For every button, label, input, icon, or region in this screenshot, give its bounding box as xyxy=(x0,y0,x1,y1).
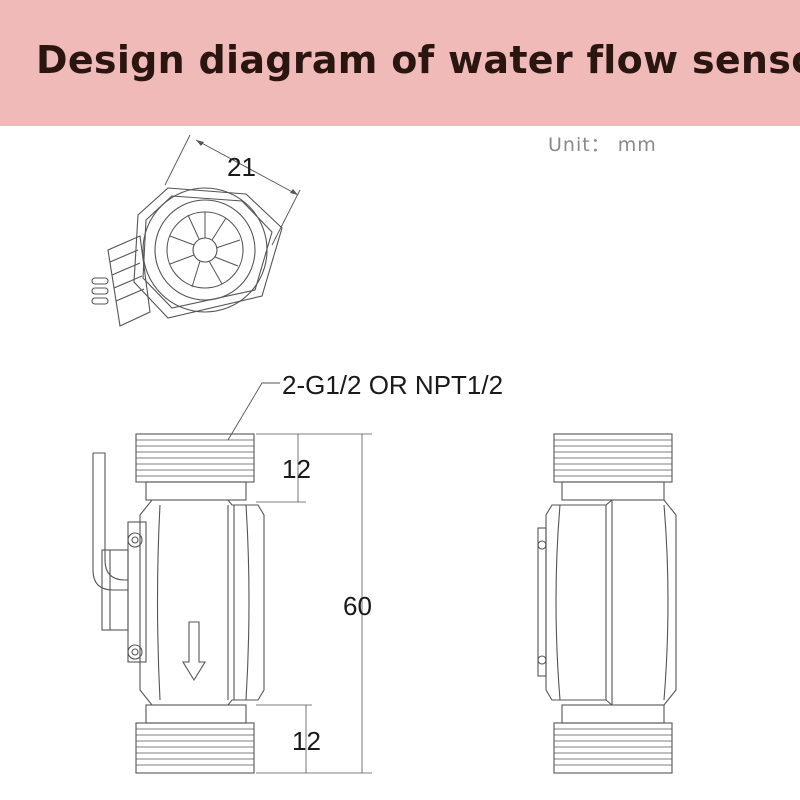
header-banner xyxy=(0,0,800,126)
rear-view xyxy=(537,433,677,774)
width-dimension-label: 21 xyxy=(227,152,256,182)
page-title: Design diagram of water flow sensor xyxy=(36,38,800,82)
unit-label: Unit： mm xyxy=(548,134,657,156)
bottom-thread-dimension-label: 12 xyxy=(292,726,321,756)
total-length-dimension-label: 60 xyxy=(343,591,372,621)
top-thread-dimension-label: 12 xyxy=(282,454,311,484)
thread-callout-label: 2-G1/2 OR NPT1/2 xyxy=(282,370,503,400)
top-view: 21 xyxy=(91,134,301,327)
side-view: 2-G1/2 OR NPT1/2 xyxy=(92,370,503,774)
